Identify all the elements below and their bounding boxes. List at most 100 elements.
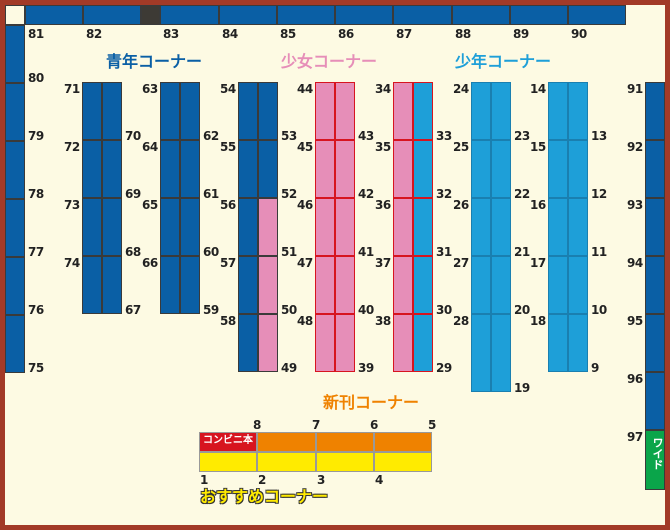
shelf-left-wall[interactable] (5, 141, 25, 199)
shelf-top-wall[interactable] (25, 5, 83, 25)
shelf-block-1-right[interactable] (102, 256, 122, 314)
shelf-block-5-right[interactable] (413, 314, 433, 372)
shelf-shinkan[interactable] (374, 432, 432, 452)
shelf-block-2-left[interactable] (160, 256, 180, 314)
shelf-block-7-right[interactable] (568, 198, 588, 256)
shelf-number: 72 (64, 140, 80, 154)
shelf-block-1-right[interactable] (102, 82, 122, 140)
wide-label: ワイド (651, 437, 664, 470)
shelf-block-6-left[interactable] (471, 140, 491, 198)
shelf-shinkan[interactable] (316, 432, 374, 452)
shelf-block-2-left[interactable] (160, 82, 180, 140)
shelf-block-7-right[interactable] (568, 314, 588, 372)
shelf-block-3-left[interactable] (238, 140, 258, 198)
shelf-block-5-left[interactable] (393, 198, 413, 256)
shelf-block-6-left[interactable] (471, 198, 491, 256)
shelf-left-wall[interactable] (5, 25, 25, 83)
shelf-block-6-right[interactable] (491, 198, 511, 256)
shelf-block-5-left[interactable] (393, 314, 413, 372)
shelf-block-4-right[interactable] (335, 314, 355, 372)
shelf-block-1-left[interactable] (82, 198, 102, 256)
shelf-right-wall[interactable] (645, 198, 665, 256)
shelf-top-wall[interactable] (160, 5, 219, 25)
shelf-top-wall[interactable] (277, 5, 335, 25)
shelf-block-4-left[interactable] (315, 256, 335, 314)
shelf-osusume[interactable] (374, 452, 432, 472)
shelf-right-wall[interactable] (645, 372, 665, 430)
shelf-block-5-left[interactable] (393, 82, 413, 140)
shelf-block-3-right[interactable] (258, 140, 278, 198)
shelf-block-6-right[interactable] (491, 256, 511, 314)
shelf-block-3-left[interactable] (238, 82, 258, 140)
shelf-block-4-right[interactable] (335, 198, 355, 256)
shelf-top-wall[interactable] (510, 5, 568, 25)
shelf-block-2-left[interactable] (160, 198, 180, 256)
shelf-block-7-left[interactable] (548, 140, 568, 198)
shelf-block-5-left[interactable] (393, 256, 413, 314)
shelf-block-1-right[interactable] (102, 140, 122, 198)
shelf-block-3-right[interactable] (258, 256, 278, 314)
shelf-top-wall[interactable] (568, 5, 626, 25)
shelf-osusume[interactable] (257, 452, 316, 472)
shelf-block-6-left[interactable] (471, 256, 491, 314)
shelf-block-6-right[interactable] (491, 82, 511, 140)
shelf-block-2-right[interactable] (180, 140, 200, 198)
shelf-block-1-left[interactable] (82, 140, 102, 198)
shelf-block-5-right[interactable] (413, 256, 433, 314)
shelf-block-5-right[interactable] (413, 82, 433, 140)
shelf-block-2-right[interactable] (180, 256, 200, 314)
shelf-block-5-right[interactable] (413, 140, 433, 198)
shelf-block-7-left[interactable] (548, 256, 568, 314)
shelf-block-2-right[interactable] (180, 82, 200, 140)
shelf-right-wall[interactable] (645, 256, 665, 314)
shelf-block-7-left[interactable] (548, 314, 568, 372)
shelf-top-wall[interactable] (452, 5, 510, 25)
shelf-block-1-right[interactable] (102, 198, 122, 256)
shelf-block-2-left[interactable] (160, 140, 180, 198)
shelf-block-7-right[interactable] (568, 256, 588, 314)
shelf-block-4-right[interactable] (335, 256, 355, 314)
shelf-block-4-right[interactable] (335, 140, 355, 198)
shelf-block-6-left[interactable] (471, 82, 491, 140)
shelf-left-wall[interactable] (5, 83, 25, 141)
shelf-block-7-left[interactable] (548, 82, 568, 140)
shelf-block-3-left[interactable] (238, 314, 258, 372)
shelf-block-4-left[interactable] (315, 140, 335, 198)
shelf-block-2-right[interactable] (180, 198, 200, 256)
shelf-left-wall[interactable] (5, 257, 25, 315)
shelf-block-1-left[interactable] (82, 256, 102, 314)
shelf-osusume[interactable] (316, 452, 374, 472)
shelf-block-7-right[interactable] (568, 140, 588, 198)
shelf-block-1-left[interactable] (82, 82, 102, 140)
shelf-wide[interactable] (645, 430, 665, 490)
shelf-right-wall[interactable] (645, 140, 665, 198)
shelf-left-wall[interactable] (5, 315, 25, 373)
shelf-block-4-left[interactable] (315, 82, 335, 140)
shelf-left-wall[interactable] (5, 199, 25, 257)
shelf-block-5-left[interactable] (393, 140, 413, 198)
shelf-top-wall[interactable] (335, 5, 393, 25)
shelf-top-wall[interactable] (219, 5, 277, 25)
shelf-top-wall[interactable] (83, 5, 141, 25)
shelf-number: 24 (453, 82, 469, 96)
shelf-block-3-left[interactable] (238, 256, 258, 314)
shelf-block-6-left[interactable] (471, 314, 491, 392)
shelf-block-7-right[interactable] (568, 82, 588, 140)
shelf-block-4-left[interactable] (315, 198, 335, 256)
shelf-block-4-left[interactable] (315, 314, 335, 372)
shelf-block-5-right[interactable] (413, 198, 433, 256)
shelf-right-wall[interactable] (645, 82, 665, 140)
shelf-block-3-right[interactable] (258, 198, 278, 256)
shelf-top-wall[interactable] (393, 5, 452, 25)
shelf-block-6-right[interactable] (491, 314, 511, 392)
shelf-block-3-left[interactable] (238, 198, 258, 256)
shelf-block-4-right[interactable] (335, 82, 355, 140)
shelf-osusume[interactable] (199, 452, 257, 472)
shelf-block-3-right[interactable] (258, 82, 278, 140)
shelf-block-6-right[interactable] (491, 140, 511, 198)
shelf-shinkan[interactable] (199, 432, 257, 452)
shelf-block-7-left[interactable] (548, 198, 568, 256)
shelf-block-3-right[interactable] (258, 314, 278, 372)
shelf-shinkan[interactable] (257, 432, 316, 452)
shelf-right-wall[interactable] (645, 314, 665, 372)
